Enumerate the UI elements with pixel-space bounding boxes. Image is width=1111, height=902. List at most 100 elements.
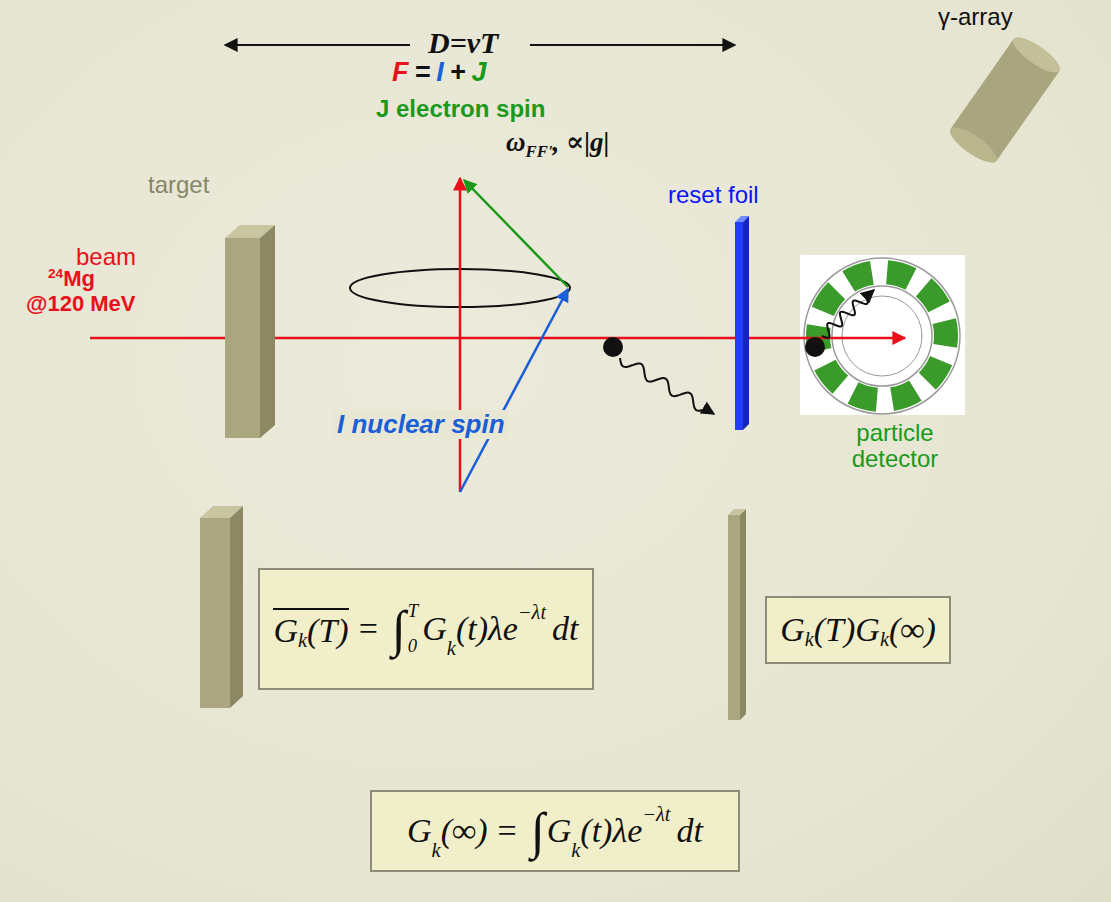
- detector-segment: [916, 278, 950, 312]
- part-name: target: [148, 171, 209, 198]
- label-group: ωFF', ∝|g|: [506, 128, 610, 162]
- gamma-detector-end: [1008, 32, 1064, 79]
- formula-exponent: −λt: [518, 601, 546, 624]
- overline-group: Gk(T): [273, 608, 348, 650]
- label-group: F=I+J: [392, 58, 493, 88]
- distance-label: D=vT: [428, 26, 498, 59]
- label-group: reset foil: [668, 182, 759, 208]
- detector-segment: [919, 356, 952, 390]
- formula-subscript: k: [880, 628, 889, 651]
- reset-foil: [735, 222, 743, 430]
- reset-foil: [743, 216, 749, 430]
- formula-text: G: [407, 812, 432, 850]
- frequency-subscript: FF': [526, 142, 553, 161]
- proportionality-note: , ∝|g|: [553, 127, 610, 157]
- formula-subscript: k: [805, 628, 814, 651]
- detector-segment: [848, 382, 878, 411]
- detector-segment: [812, 282, 845, 316]
- formula-box: Gk(∞)=∫Gk(t)λe−λtdt: [370, 790, 740, 872]
- label-group: J electron spin: [376, 96, 545, 122]
- formula-subscript: k: [571, 839, 580, 862]
- element-symbol: Mg: [63, 266, 95, 291]
- target-slab: [230, 506, 243, 708]
- frequency-symbol: ω: [506, 127, 526, 157]
- target-slab: [200, 518, 230, 708]
- formula-text: G: [273, 612, 298, 650]
- detector-segments: [806, 260, 958, 412]
- ion-dot: [805, 337, 825, 357]
- formula-text: dt: [677, 812, 703, 850]
- ion-dot: [603, 337, 623, 357]
- integral-limits: T0: [408, 602, 418, 656]
- detector-segment: [933, 318, 958, 347]
- formula-text: (t)λe: [580, 812, 642, 850]
- formula-operator: =: [498, 812, 517, 850]
- formula-box: Gk(T)Gk(∞): [765, 596, 951, 664]
- label-group: particle detector: [830, 420, 960, 473]
- label-group: D=vT: [428, 26, 498, 59]
- formula-subscript: k: [432, 839, 441, 862]
- formula-text: (t)λe: [456, 610, 518, 648]
- detector-segment: [814, 360, 848, 394]
- distance-arrow: [530, 44, 735, 46]
- label-group: target: [148, 172, 209, 198]
- label-group: I nuclear spin: [333, 410, 509, 439]
- formula-operator: =: [359, 610, 378, 648]
- part-name: reset foil: [668, 181, 759, 208]
- formula-text: G: [547, 812, 572, 850]
- spin-symbol: J: [472, 57, 487, 87]
- gamma-detector-end: [945, 122, 1001, 169]
- detector-segment: [842, 261, 873, 292]
- label-group: 24Mg: [48, 266, 95, 292]
- formula-text: G: [780, 611, 805, 649]
- spin-symbol: I: [436, 57, 444, 87]
- formula-text: (∞): [889, 611, 936, 649]
- operator: =: [415, 57, 431, 87]
- formula-text: (T)G: [814, 611, 880, 649]
- formula-text: dt: [552, 610, 578, 648]
- part-name: particle detector: [852, 419, 939, 472]
- formula-exponent: −λt: [642, 803, 670, 826]
- integral-sign: ∫: [531, 802, 545, 860]
- detector-ring: [804, 258, 960, 414]
- formula: Gk(T)=∫T0Gk(t)λe−λtdt: [273, 600, 578, 658]
- target-slab: [260, 225, 275, 438]
- beam-energy: @120 MeV: [26, 291, 136, 316]
- formula-text: (T): [307, 612, 349, 650]
- detector-segment: [886, 260, 916, 289]
- formula-subscript: k: [298, 629, 307, 652]
- electron-spin-vector: [464, 180, 568, 287]
- detector-ring: [832, 286, 932, 386]
- formula: Gk(∞)=∫Gk(t)λe−λtdt: [407, 802, 703, 860]
- integral-sign: ∫: [392, 600, 406, 658]
- label-group: γ-array: [938, 4, 1013, 30]
- integral-limit: T: [408, 602, 418, 621]
- gamma-ray: [822, 290, 874, 338]
- formula-text: (∞): [441, 812, 488, 850]
- foil-slab: [740, 509, 746, 720]
- integral-limit: 0: [408, 637, 417, 656]
- gamma-detector: [945, 32, 1064, 169]
- part-name: beam: [76, 243, 136, 270]
- detector-segment: [890, 380, 921, 411]
- formula-subscript: k: [447, 637, 456, 660]
- formula-text: G: [422, 610, 447, 648]
- formula: Gk(T)Gk(∞): [780, 611, 936, 649]
- detector-ground: [800, 255, 965, 415]
- spin-label: J electron spin: [376, 95, 545, 122]
- mass-number: 24: [48, 266, 63, 281]
- beam-line: [90, 337, 905, 340]
- label-group: @120 MeV: [26, 292, 136, 316]
- nuclear-spin-vector: [460, 289, 568, 492]
- spin-symbol: F: [392, 57, 409, 87]
- spin-label: I nuclear spin: [337, 409, 505, 439]
- foil-slab: [728, 515, 740, 720]
- target-slab: [225, 238, 260, 438]
- operator: +: [450, 57, 466, 87]
- gamma-ray: [620, 358, 714, 414]
- formula-box: Gk(T)=∫T0Gk(t)λe−λtdt: [258, 568, 594, 690]
- total-spin-vector: [459, 178, 462, 492]
- distance-arrow: [225, 44, 410, 46]
- detector-label: γ-array: [938, 3, 1013, 30]
